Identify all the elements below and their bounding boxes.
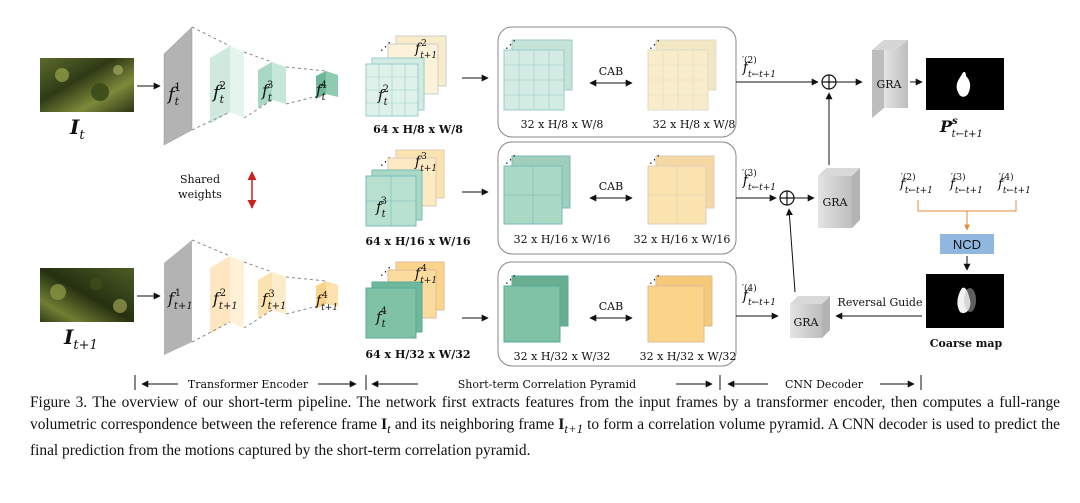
input-label-t1: It+1 [63,325,98,353]
pyramid-level-3: ⋰ ft4 ft+14 64 x H/32 x W/32 [365,261,471,361]
svg-text:⋰: ⋰ [505,153,516,166]
pyr2-in-dim: 64 x H/16 x W/16 [365,235,470,248]
feature-label-t-2: ft2 [211,79,226,106]
pyr2-left-volume: ⋰ 32 x H/16 x W/16 [503,153,611,246]
pyr1-left-volume: ⋰ 32 x H/8 x W/8 [503,38,604,131]
svg-text:⋰: ⋰ [649,273,660,286]
pyr2-cab: CAB [599,180,623,193]
svg-text:⋰: ⋰ [380,265,391,278]
ellipsis-mark: ⋰ [380,40,391,53]
caption-lead: Figure 3. The overview of our short-term… [30,394,1060,433]
gra-block-top: GRA [872,40,908,118]
shared-weights-line2: weights [178,188,222,201]
sum-node-top [821,74,837,90]
feature-label-t-3: ft3 [261,80,273,104]
gra-block-bottom: GRA [790,296,830,338]
out-label-2: ft←t+1′(3) [742,168,776,193]
out-label-1: ft←t+1′(2) [742,55,776,80]
pyr3-right-volume: ⋰ 32 x H/32 x W/32 [640,273,737,363]
out-label-3: ft←t+1′(4) [742,283,776,308]
pyr3-left-volume: ⋰ 32 x H/32 x W/32 [503,273,611,363]
caption-neighbor-frame: It+1 [558,416,584,437]
ncd-block: NCD [940,234,994,254]
prediction-map [926,58,1004,110]
pyr2-right-volume: ⋰ 32 x H/16 x W/16 [634,153,731,246]
gra-block-mid: GRA [818,168,860,228]
svg-text:GRA: GRA [876,78,902,91]
pyr1-in-dim: 64 x H/8 x W/8 [373,123,463,136]
svg-text:GRA: GRA [822,196,848,209]
sum-node-mid [779,190,795,206]
svg-text:⋰: ⋰ [505,273,516,286]
svg-text:GRA: GRA [793,316,819,329]
pyr3-in-dim: 64 x H/32 x W/32 [365,348,470,361]
pyramid-level-2: ⋰ ft3 ft+13 64 x H/16 x W/16 [365,149,471,248]
pyr2-right-dim: 32 x H/16 x W/16 [634,233,731,246]
feature-label-t-4: ft4 [315,80,327,103]
pyr1-left-dim: 32 x H/8 x W/8 [521,118,604,131]
pyr1-right-volume: ⋰ 32 x H/8 x W/8 [647,38,736,131]
gra-bottom-up-arrow [785,208,796,293]
pyr3-container [497,261,737,367]
shared-weights-line1: Shared [180,173,220,186]
coarse-map-label: Coarse map [930,337,1003,350]
svg-text:NCD: NCD [953,237,981,252]
section-brackets [134,375,922,390]
pyr1-right-dim: 32 x H/8 x W/8 [653,118,736,131]
section-encoder: Transformer Encoder [188,378,309,390]
ncd-input-4: ft←t+1′(4) [997,172,1031,196]
pyr3-cab: CAB [599,300,623,313]
input-frame-t [40,58,134,112]
caption-ref-frame: It [381,416,391,437]
figure-caption: Figure 3. The overview of our short-term… [30,392,1060,462]
input-label-t: It [69,115,85,143]
pyramid-level-1: ⋰ ft2 ft+12 64 x H/8 x W/8 [365,35,463,136]
pipeline-diagram: It It+1 ft1 ft2 ft3 ft4 Shared weights [40,26,1031,390]
svg-text:⋰: ⋰ [649,38,660,51]
section-pyramid: Short-term Correlation Pyramid [458,378,636,390]
pyr1-front-label: ft2 [377,84,389,108]
pyr2-front-label: ft3 [375,196,387,220]
pyr1-cab: CAB [599,65,623,78]
ncd-input-2: ft←t+1′(2) [899,172,933,196]
caption-tail: to form a correlation volume pyramid. A … [30,416,1060,460]
feature-label-t-1: ft1 [166,81,181,108]
input-frame-t1 [40,268,134,322]
encoder-bottom [164,239,338,355]
caption-middle: and its neighboring frame [390,416,559,433]
pyr2-left-dim: 32 x H/16 x W/16 [514,233,611,246]
section-decoder: CNN Decoder [785,378,864,390]
encoder-top [163,26,338,146]
ncd-bracket [917,200,1017,212]
ncd-input-3: ft←t+1′(3) [949,172,983,196]
svg-text:⋰: ⋰ [649,153,660,166]
pyr3-left-dim: 32 x H/32 x W/32 [514,350,611,363]
coarse-map [926,274,1004,328]
pyr3-front-label: ft4 [375,306,387,330]
reversal-guide-label: Reversal Guide [838,296,923,309]
svg-text:⋰: ⋰ [380,155,391,168]
pyr3-right-dim: 32 x H/32 x W/32 [640,350,737,363]
svg-text:⋰: ⋰ [505,38,516,51]
